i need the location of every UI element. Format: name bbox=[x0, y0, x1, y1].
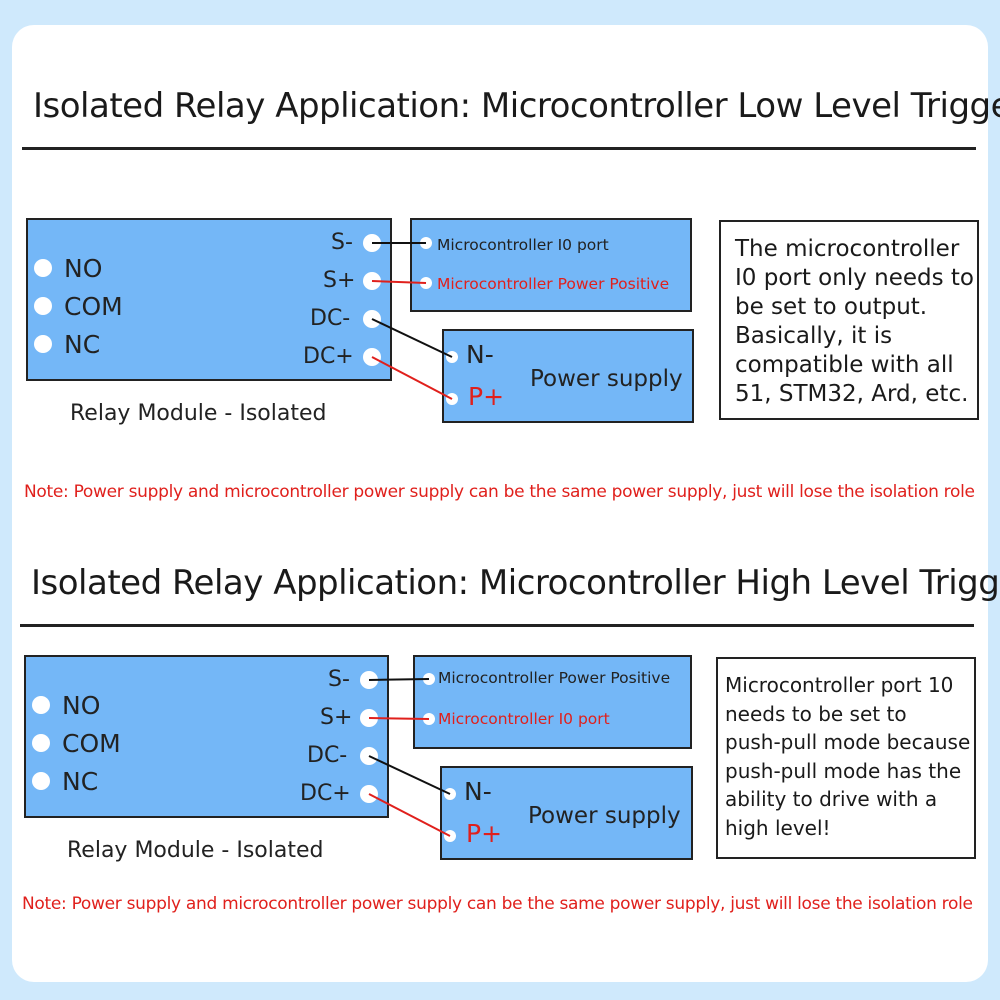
power-p-label: P+ bbox=[466, 819, 503, 848]
mcu-pin1-label: Microcontroller I0 port bbox=[437, 236, 609, 254]
power-p-label: P+ bbox=[468, 382, 505, 411]
relay-module-box bbox=[26, 218, 392, 381]
power-supply-box bbox=[442, 329, 694, 423]
description-text: Microcontroller port 10 needs to be set … bbox=[725, 671, 970, 842]
description-box bbox=[716, 657, 976, 859]
mcu-pin2-label: Microcontroller I0 port bbox=[438, 710, 610, 728]
wire-dc-plus bbox=[371, 356, 453, 400]
wire-dc-plus bbox=[368, 793, 451, 837]
terminal-dc-plus-label: DC+ bbox=[300, 781, 351, 806]
relay-output-no: NO bbox=[62, 691, 101, 720]
terminal-dc-minus-label: DC- bbox=[307, 743, 348, 768]
terminal-s-minus-label: S- bbox=[328, 667, 350, 692]
com-terminal-dot bbox=[32, 734, 50, 752]
nc-terminal-dot bbox=[32, 772, 50, 790]
terminal-dc-minus-label: DC- bbox=[310, 306, 351, 331]
section2-divider bbox=[20, 624, 974, 627]
relay-output-nc: NC bbox=[62, 767, 99, 796]
description-line: push-pull mode has the bbox=[725, 758, 962, 783]
no-terminal-dot bbox=[32, 696, 50, 714]
description-line: high level! bbox=[725, 815, 831, 840]
relay-output-com: COM bbox=[62, 729, 121, 758]
mcu-pin2-label: Microcontroller Power Positive bbox=[437, 275, 670, 293]
relay-module-box bbox=[24, 655, 389, 818]
power-supply-box bbox=[440, 766, 693, 860]
description-line: needs to be set to bbox=[725, 701, 907, 726]
description-line: The microcontroller bbox=[735, 236, 960, 262]
terminal-s-plus-label: S+ bbox=[320, 705, 353, 730]
wire-dc-minus bbox=[368, 755, 451, 795]
section1-title: Isolated Relay Application: Microcontrol… bbox=[33, 86, 1000, 126]
no-terminal-dot bbox=[34, 259, 52, 277]
mcu-pin1-label: Microcontroller Power Positive bbox=[438, 669, 671, 687]
description-line: push-pull mode because bbox=[725, 730, 971, 754]
power-n-label: N- bbox=[464, 777, 492, 806]
section1-divider bbox=[22, 147, 976, 150]
wire-s-plus bbox=[371, 280, 427, 284]
power-n-label: N- bbox=[466, 340, 494, 369]
wire-s-minus bbox=[368, 678, 430, 681]
relay-output-nc: NC bbox=[64, 330, 101, 359]
description-line: 51, STM32, Ard, etc. bbox=[735, 381, 969, 407]
wire-s-plus bbox=[368, 717, 430, 720]
terminal-dc-plus-label: DC+ bbox=[303, 344, 354, 369]
relay-output-no: NO bbox=[64, 254, 103, 283]
description-line: compatible with all bbox=[735, 352, 954, 378]
relay-output-com: COM bbox=[64, 292, 123, 321]
com-terminal-dot bbox=[34, 297, 52, 315]
isolation-note: Note: Power supply and microcontroller p… bbox=[22, 894, 973, 914]
description-line: Basically, it is bbox=[735, 323, 893, 349]
description-line: I0 port only needs to bbox=[735, 265, 975, 291]
terminal-s-plus-label: S+ bbox=[323, 268, 356, 293]
isolation-note: Note: Power supply and microcontroller p… bbox=[24, 482, 975, 502]
terminal-s-minus-label: S- bbox=[331, 230, 353, 255]
description-line: be set to output. bbox=[735, 294, 928, 320]
description-text: The microcontroller I0 port only needs t… bbox=[735, 235, 974, 409]
relay-module-caption: Relay Module - Isolated bbox=[67, 838, 324, 863]
section2-title: Isolated Relay Application: Microcontrol… bbox=[31, 563, 1000, 603]
description-box bbox=[719, 220, 979, 420]
wire-dc-minus bbox=[371, 318, 453, 358]
relay-module-caption: Relay Module - Isolated bbox=[70, 401, 327, 426]
power-supply-label: Power supply bbox=[528, 803, 681, 829]
power-supply-label: Power supply bbox=[530, 366, 683, 392]
microcontroller-box bbox=[413, 655, 692, 749]
description-line: Microcontroller port 10 bbox=[725, 673, 954, 697]
microcontroller-box bbox=[410, 218, 692, 312]
description-line: ability to drive with a bbox=[725, 787, 938, 811]
nc-terminal-dot bbox=[34, 335, 52, 353]
